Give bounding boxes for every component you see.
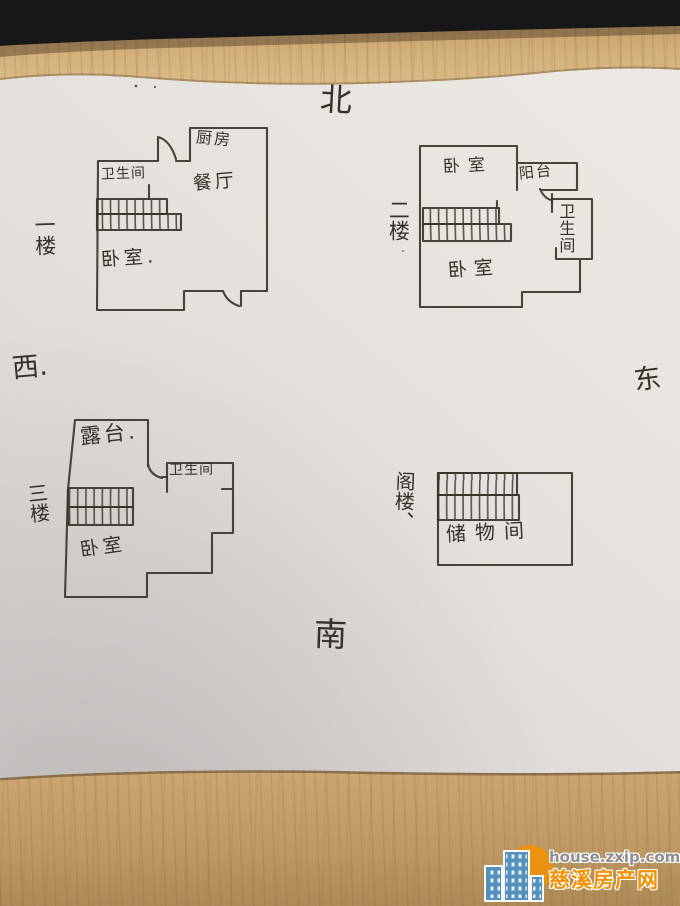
attic-stairs <box>436 471 519 497</box>
ink-specks <box>134 84 404 252</box>
floor1-door-bottom-icon <box>221 289 243 308</box>
table-edge-dark-strip <box>0 0 680 46</box>
floor3-stairs <box>66 486 135 509</box>
floor2-stairs <box>421 222 513 243</box>
floor2-plan <box>418 144 594 309</box>
floor1-door-top-icon <box>156 135 178 163</box>
building-icon <box>484 850 544 902</box>
attic-plan <box>436 471 574 567</box>
floor2-door-balcony-icon <box>538 187 554 205</box>
floor3-plan <box>63 418 235 599</box>
floor1-plan <box>95 126 269 312</box>
watermark-logo <box>484 845 553 902</box>
attic-stairs <box>436 493 521 522</box>
floor3-stairs <box>66 505 135 527</box>
floor2-stairs <box>421 206 501 226</box>
floor2-walls <box>418 144 594 309</box>
floor1-stairs <box>95 212 183 232</box>
attic-walls <box>436 471 574 567</box>
strip-shadow <box>0 26 680 57</box>
floor1-walls <box>95 126 269 312</box>
floor3-door-terrace-icon <box>146 462 169 480</box>
floor1-stairs <box>95 197 169 216</box>
